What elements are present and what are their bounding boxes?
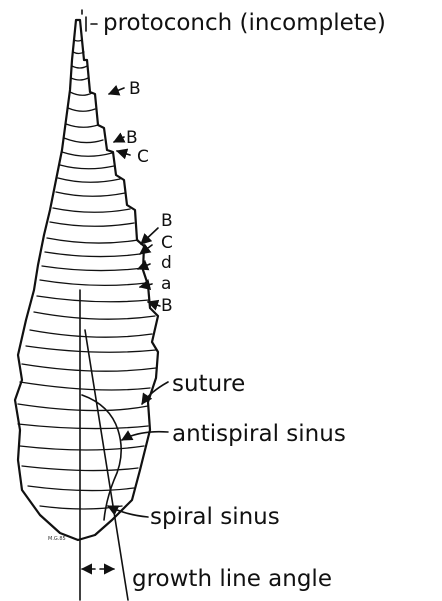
protoconch-marker [82,10,97,31]
label-B-4: B [161,296,173,316]
label-growth-line-angle: growth line angle [132,566,332,592]
label-a: a [161,274,171,294]
label-B-3: B [161,211,173,231]
label-B-1: B [129,79,141,99]
label-d: d [161,253,172,273]
label-signature: M.G.85 [48,536,66,542]
whorl-bands [18,40,156,509]
label-antispiral-sinus: antispiral sinus [172,421,346,447]
label-protoconch: protoconch (incomplete) [103,10,386,36]
label-B-2: B [126,128,138,148]
label-spiral-sinus: spiral sinus [150,504,280,530]
label-suture: suture [172,371,245,397]
label-C-2: C [161,233,173,253]
label-C-1: C [137,147,149,167]
